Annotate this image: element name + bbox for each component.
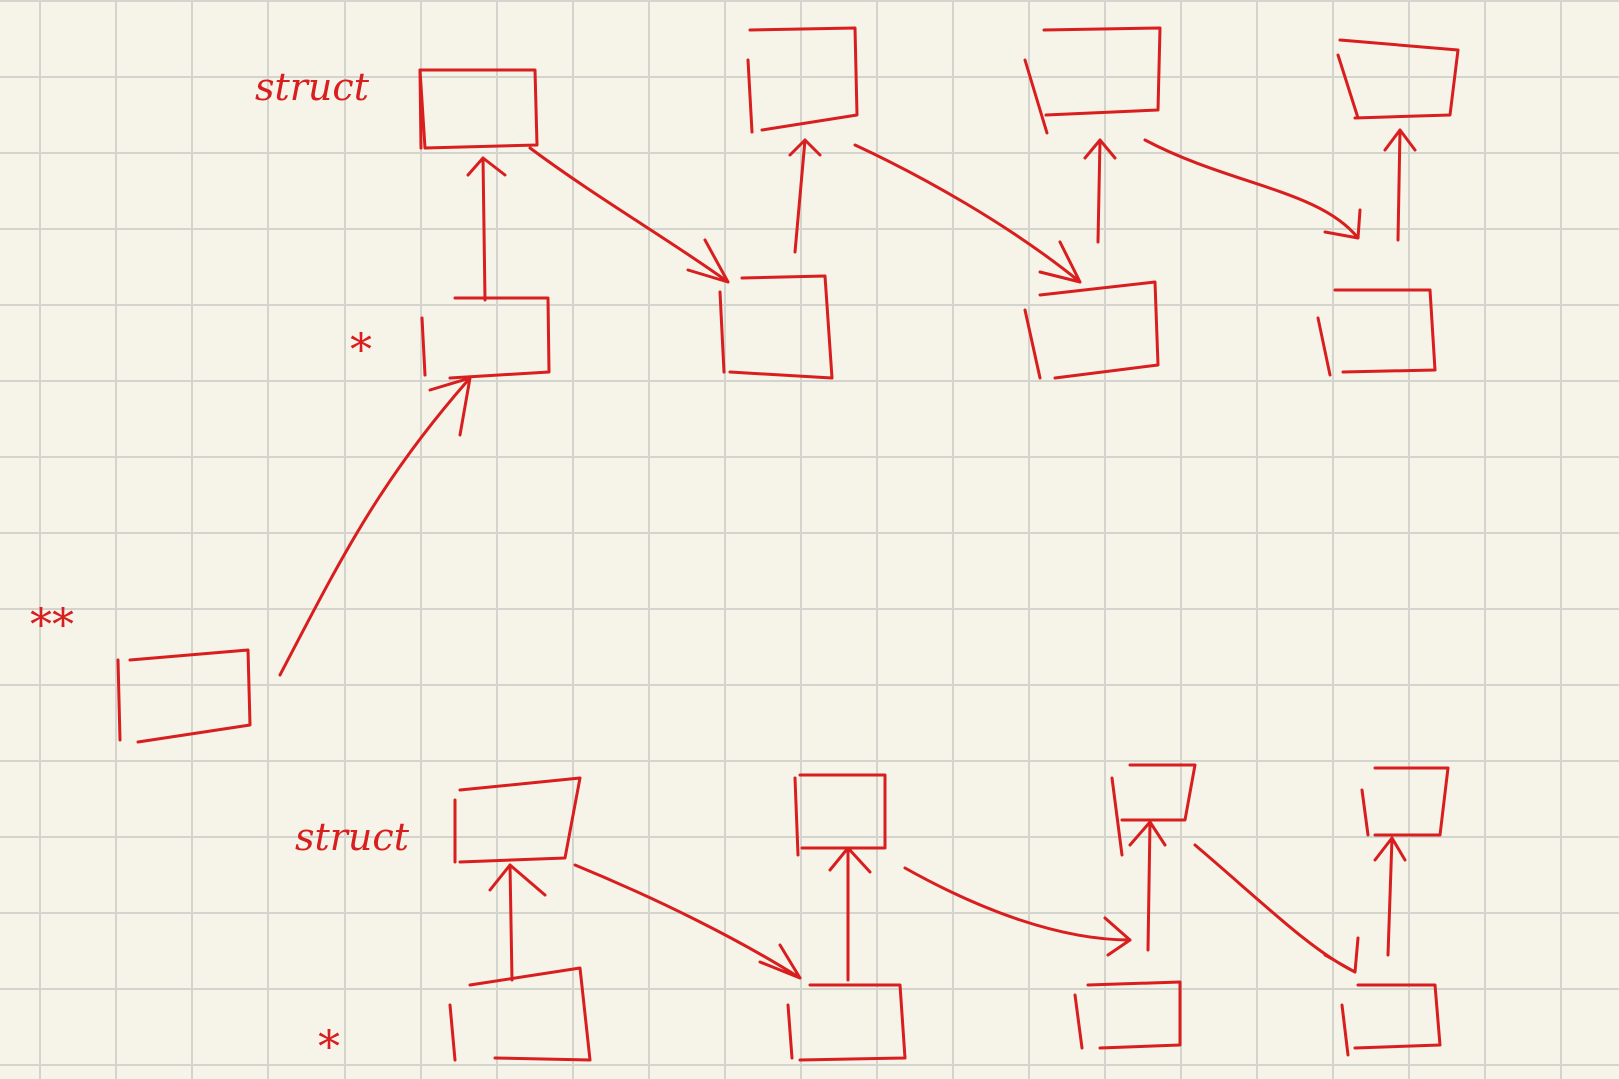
bottom-link-arrow-3 xyxy=(1193,843,1360,974)
top-pointer-box-4 xyxy=(1316,288,1437,377)
top-struct-box-2 xyxy=(746,26,859,134)
bottom-pointer-box-2 xyxy=(786,983,907,1062)
bottom-pointer-box-3 xyxy=(1073,980,1182,1050)
top-link-arrow-2 xyxy=(853,143,1082,284)
bottom-struct-box-2 xyxy=(793,773,887,857)
top-arrow-up-1 xyxy=(466,156,507,302)
double-pointer-arrow xyxy=(278,376,472,677)
label-double-star: ** xyxy=(30,600,74,651)
top-link-arrow-1 xyxy=(528,146,730,284)
bottom-arrow-up-2 xyxy=(828,846,872,982)
top-struct-box-4 xyxy=(1336,38,1460,120)
bottom-link-arrow-1 xyxy=(573,863,802,980)
bottom-pointer-box-1 xyxy=(448,966,592,1062)
top-arrow-up-4 xyxy=(1383,128,1417,242)
top-pointer-box-2 xyxy=(718,274,834,380)
bottom-arrow-up-4 xyxy=(1373,836,1407,957)
top-pointer-box-3 xyxy=(1023,280,1160,380)
top-struct-box-1 xyxy=(418,68,539,150)
bottom-arrow-up-3 xyxy=(1128,820,1167,952)
bottom-struct-box-3 xyxy=(1110,763,1197,857)
label-bottom-star: * xyxy=(318,1022,340,1073)
label-bottom-struct: struct xyxy=(295,815,410,859)
double-pointer-box xyxy=(116,648,252,744)
bottom-struct-box-1 xyxy=(453,776,582,864)
top-link-arrow-3 xyxy=(1143,138,1362,240)
top-pointer-box-1 xyxy=(420,296,551,380)
bottom-pointer-box-4 xyxy=(1340,983,1442,1057)
label-top-struct: struct xyxy=(255,65,370,109)
bottom-struct-box-4 xyxy=(1360,766,1450,837)
top-struct-box-3 xyxy=(1023,26,1162,135)
top-arrow-up-2 xyxy=(788,138,822,254)
bottom-arrow-up-1 xyxy=(488,863,547,982)
top-arrow-up-3 xyxy=(1083,138,1117,244)
label-top-star: * xyxy=(350,325,372,376)
bottom-link-arrow-2 xyxy=(903,866,1132,957)
